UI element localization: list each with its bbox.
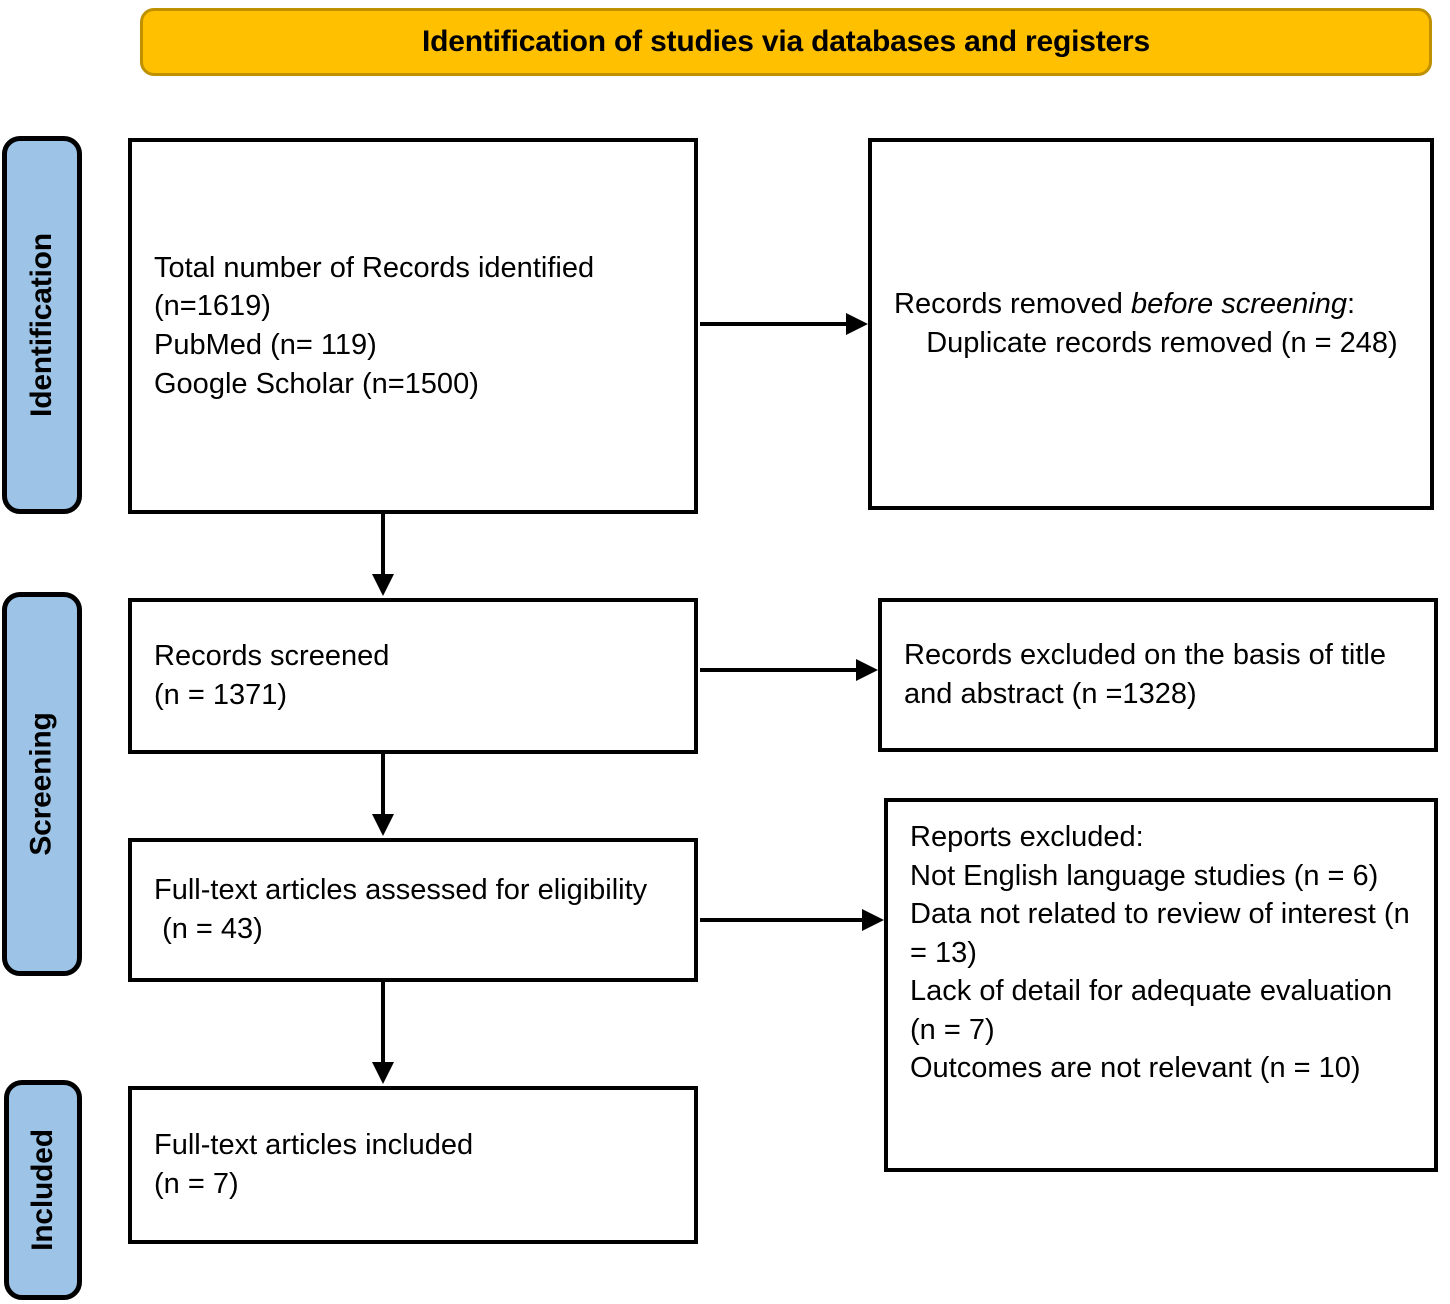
stage-screening-text: Screening <box>25 712 58 856</box>
connector-identified-to-screened-arrow <box>372 574 394 596</box>
diagram-title: Identification of studies via databases … <box>422 25 1150 58</box>
connector-screened-to-assessed-arrow <box>372 814 394 836</box>
stage-included-text: Included <box>26 1129 59 1251</box>
box-records-identified: Total number of Records identified (n=16… <box>128 138 698 514</box>
connector-identified-to-screened-line <box>381 514 385 576</box>
box-fulltext-assessed: Full-text articles assessed for eligibil… <box>128 838 698 982</box>
stage-label-screening: Screening <box>2 592 82 976</box>
fulltext-assessed-text: Full-text articles assessed for eligibil… <box>154 874 648 945</box>
box-reports-excluded: Reports excluded: Not English language s… <box>884 798 1438 1172</box>
connector-assessed-to-reports-excluded-line <box>700 918 864 922</box>
stage-identification-text: Identification <box>25 233 58 417</box>
stage-label-included: Included <box>4 1080 82 1300</box>
records-identified-text: Total number of Records identified (n=16… <box>154 251 595 400</box>
connector-screened-to-assessed-line <box>381 754 385 816</box>
connector-assessed-to-reports-excluded-arrow <box>862 909 884 931</box>
connector-identified-to-removed-arrow <box>846 313 868 335</box>
records-removed-emphasis: before screening <box>1130 288 1347 321</box>
records-screened-text: Records screened (n = 1371) <box>154 640 390 711</box>
records-excluded-text: Records excluded on the basis of title a… <box>904 639 1395 710</box>
fulltext-included-text: Full-text articles included (n = 7) <box>154 1129 474 1200</box>
reports-excluded-text: Reports excluded: Not English language s… <box>910 821 1410 1085</box>
connector-screened-to-excluded-line <box>700 668 858 672</box>
connector-identified-to-removed-line <box>700 322 848 326</box>
records-removed-detail: Duplicate records removed (n = 248) <box>926 327 1398 359</box>
box-records-excluded: Records excluded on the basis of title a… <box>878 598 1438 752</box>
connector-screened-to-excluded-arrow <box>856 659 878 681</box>
box-records-removed: Records removed before screening: Duplic… <box>868 138 1434 510</box>
connector-assessed-to-included-line <box>381 982 385 1064</box>
diagram-header-banner: Identification of studies via databases … <box>140 8 1432 76</box>
box-records-screened: Records screened (n = 1371) <box>128 598 698 754</box>
stage-label-identification: Identification <box>2 136 82 514</box>
records-removed-colon: : <box>1346 288 1356 321</box>
records-removed-text: Records removed before screening: Duplic… <box>872 285 1430 362</box>
box-fulltext-included: Full-text articles included (n = 7) <box>128 1086 698 1244</box>
connector-assessed-to-included-arrow <box>372 1062 394 1084</box>
records-removed-lead: Records removed <box>894 288 1131 321</box>
